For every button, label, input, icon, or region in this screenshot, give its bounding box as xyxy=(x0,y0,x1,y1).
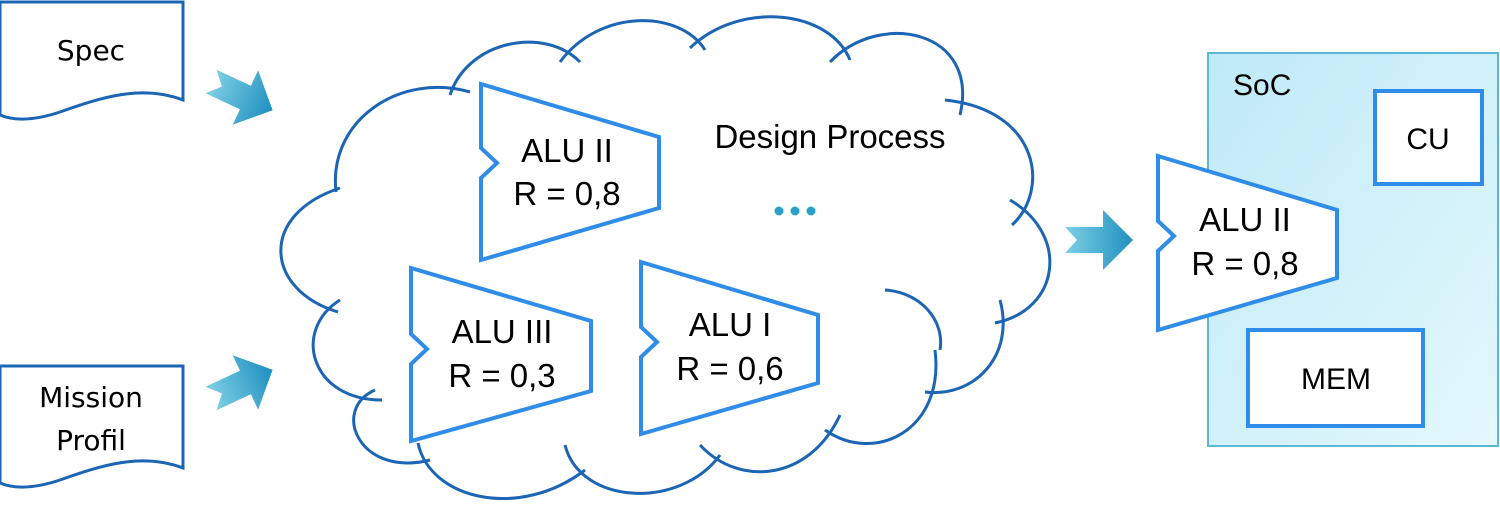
spec-label: Spec xyxy=(57,34,125,67)
alu-ii-name: ALU II xyxy=(521,132,613,169)
arrow-icon-mission xyxy=(205,355,273,411)
alu-iii-reliability: R = 0,3 xyxy=(448,357,555,394)
spec-document: Spec xyxy=(0,0,185,121)
alu-i-block: ALU I R = 0,6 xyxy=(639,259,820,437)
soc-alu-name: ALU II xyxy=(1199,201,1291,238)
alu-iii-shape xyxy=(409,265,593,444)
arrow-icon-output xyxy=(1065,210,1133,270)
design-process-cloud xyxy=(279,15,1052,500)
mem-label: MEM xyxy=(1301,363,1371,396)
design-process-title: Design Process xyxy=(714,118,945,155)
alu-ii-reliability: R = 0,8 xyxy=(513,175,620,212)
mission-profil-document: Mission Profil xyxy=(0,364,185,489)
alu-i-shape xyxy=(639,259,820,437)
mem-box xyxy=(1246,328,1425,428)
arrow-icon-spec xyxy=(205,69,273,125)
spec-document-shape xyxy=(0,0,185,121)
cu-box xyxy=(1373,89,1484,186)
alu-iii-name: ALU III xyxy=(452,313,553,350)
alu-iii-block: ALU III R = 0,3 xyxy=(409,265,593,444)
alu-i-name: ALU I xyxy=(689,306,772,343)
cu-label: CU xyxy=(1406,123,1449,156)
alu-ii-shape xyxy=(479,81,661,263)
soc-title: SoC xyxy=(1233,69,1291,102)
ellipsis-dots xyxy=(774,206,816,216)
alu-ii-block: ALU II R = 0,8 xyxy=(479,81,661,263)
soc-alu-reliability: R = 0,8 xyxy=(1191,245,1298,282)
soc-alu-shape xyxy=(1156,153,1339,333)
mission-label-line2: Profil xyxy=(56,424,126,457)
mission-profil-document-shape xyxy=(0,364,185,489)
alu-i-reliability: R = 0,6 xyxy=(676,350,783,387)
soc-block: SoC CU MEM ALU II R = 0,8 xyxy=(1156,52,1499,447)
mission-label-line1: Mission xyxy=(39,381,143,414)
